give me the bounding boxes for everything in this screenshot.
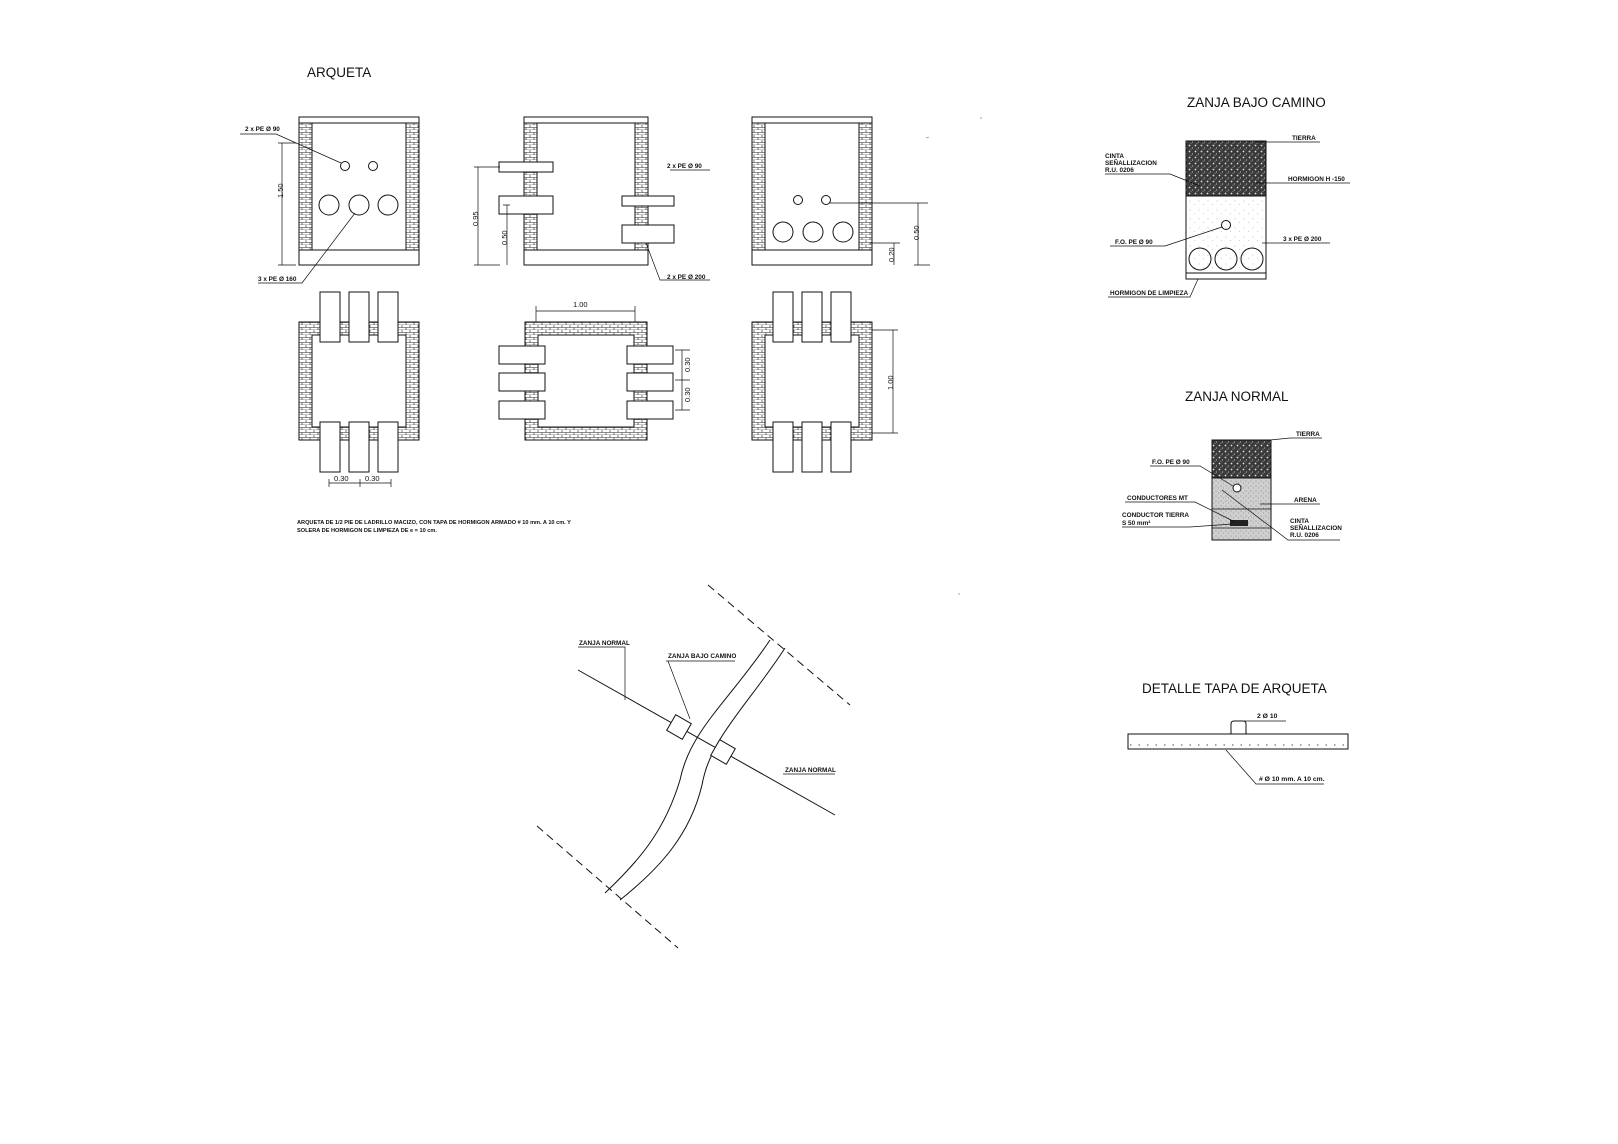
zanja-normal-title: ZANJA NORMAL <box>1185 389 1289 404</box>
arqueta-title: ARQUETA <box>307 65 371 80</box>
arqueta-plan-side: 1.00 0.30 0.30 <box>498 300 692 441</box>
zbc-fo: F.O. PE Ø 90 <box>1115 239 1153 246</box>
zn-conductor-tierra-2: S 50 mm² <box>1122 520 1150 527</box>
dim-0-30-bottom-b: 0.30 <box>365 474 380 483</box>
crossing-zn-left: ZANJA NORMAL <box>579 640 630 647</box>
arqueta-plan-right: 1.00 <box>751 291 898 473</box>
pipe-pe160 <box>348 194 370 216</box>
dim-0-50: 0.50 <box>500 230 509 245</box>
label-2xpe200-side: 2 x PE Ø 200 <box>667 274 706 281</box>
zbc-limpieza: HORMIGON DE LIMPIEZA <box>1110 290 1188 297</box>
detalle-tapa-section: 2 Ø 10 # Ø 10 mm. A 10 cm. <box>1127 713 1349 785</box>
zbc-cinta-2: SEÑALLIZACION <box>1105 158 1157 167</box>
dim-0-30-plan-a: 0.30 <box>683 357 692 372</box>
zn-tierra: TIERRA <box>1296 431 1320 438</box>
stray-mark <box>925 136 930 139</box>
arqueta-note-line1: ARQUETA DE 1/2 PIE DE LADRILLO MACIZO, C… <box>297 520 571 526</box>
zanja-bajo-camino-title: ZANJA BAJO CAMINO <box>1187 95 1326 110</box>
zn-conductores: CONDUCTORES MT <box>1127 495 1188 502</box>
dim-0-30-plan-b: 0.30 <box>683 387 692 402</box>
zbc-hormigon: HORMIGON H -150 <box>1288 176 1345 183</box>
zn-cinta-1: CINTA <box>1290 518 1309 525</box>
crossing-zbc: ZANJA BAJO CAMINO <box>668 653 736 660</box>
tapa-mesh: # Ø 10 mm. A 10 cm. <box>1259 776 1325 783</box>
pipe-pe160 <box>377 194 399 216</box>
zbc-cinta-3: R.U. 0206 <box>1105 167 1134 174</box>
crossing-zn-right: ZANJA NORMAL <box>785 767 836 774</box>
dim-1-00-plan: 1.00 <box>573 300 588 309</box>
zbc-cinta-1: CINTA <box>1105 153 1124 160</box>
zbc-tierra: TIERRA <box>1292 135 1316 142</box>
pipe-pe90 <box>368 161 378 171</box>
zn-arena: ARENA <box>1294 497 1317 504</box>
dim-0-50-right: 0.50 <box>912 225 921 240</box>
tapa-2d10: 2 Ø 10 <box>1257 713 1278 720</box>
zbc-pe200: 3 x PE Ø 200 <box>1283 236 1322 243</box>
label-2xpe90-side: 2 x PE Ø 90 <box>667 163 702 170</box>
plan-crossing: ZANJA NORMAL ZANJA BAJO CAMINO ZANJA NOR… <box>536 584 851 949</box>
detalle-tapa-title: DETALLE TAPA DE ARQUETA <box>1142 681 1327 696</box>
label-3xpe160: 3 x PE Ø 160 <box>258 276 297 283</box>
zn-fo: F.O. PE Ø 90 <box>1152 459 1190 466</box>
arqueta-elevation-front: 2 x PE Ø 90 3 x PE Ø 160 1.50 <box>240 116 420 284</box>
arqueta-elevation-right: 0.50 0.20 <box>751 116 930 266</box>
zanja-bajo-camino-section: TIERRA CINTA SEÑALLIZACION R.U. 0206 HOR… <box>1105 135 1350 298</box>
label-2xpe90: 2 x PE Ø 90 <box>245 126 280 133</box>
zanja-normal-section: TIERRA F.O. PE Ø 90 CONDUCTORES MT ARENA… <box>1122 431 1342 541</box>
arqueta-note-line2: SOLERA DE HORMIGON DE LIMPIEZA DE e = 10… <box>297 528 437 534</box>
arqueta-elevation-side: 2 x PE Ø 90 2 x PE Ø 200 0.95 0.50 <box>471 116 710 281</box>
zn-cinta-2: SEÑALLIZACION <box>1290 523 1342 532</box>
pipe-pe160 <box>318 194 340 216</box>
dim-1-50: 1.50 <box>276 183 285 198</box>
dim-0-20-right: 0.20 <box>887 247 896 262</box>
dim-0-95: 0.95 <box>471 211 480 226</box>
zn-conductor-tierra-1: CONDUCTOR TIERRA <box>1122 512 1189 519</box>
zn-cinta-3: R.U. 0206 <box>1290 532 1319 539</box>
pipe-pe90 <box>340 161 350 171</box>
dim-0-30-bottom-a: 0.30 <box>334 474 349 483</box>
dim-1-00-plan-right: 1.00 <box>886 375 895 390</box>
arqueta-plan-front: 0.30 0.30 <box>298 291 420 487</box>
